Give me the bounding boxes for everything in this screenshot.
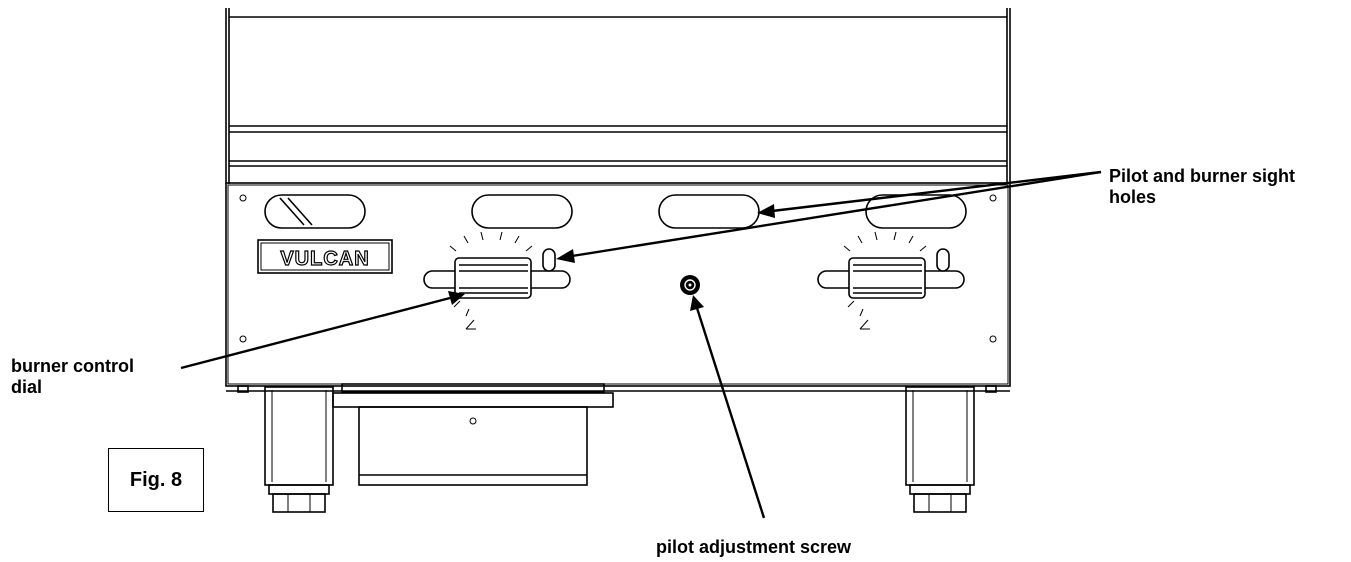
sight-hole-1	[264, 194, 366, 229]
sight-holes	[264, 194, 967, 229]
callout-sight-holes-line1: Pilot and burner sight	[1109, 166, 1296, 186]
burner-control-dial-left	[423, 231, 571, 330]
figure-label-box: Fig. 8	[108, 448, 204, 512]
svg-text:VULCAN: VULCAN	[280, 248, 369, 270]
pilot-adjustment-screw	[680, 275, 700, 295]
leg-left	[264, 386, 334, 513]
leader-lines	[180, 170, 1102, 519]
back-splash	[225, 8, 1011, 184]
burner-control-dial-right	[817, 231, 965, 330]
sight-hole-3	[658, 194, 760, 229]
figure-label: Fig. 8	[129, 468, 183, 491]
brand-logo: VULCAN	[257, 239, 393, 274]
callout-control-dial: burner control dial	[11, 356, 134, 398]
sight-hole-4	[865, 194, 967, 229]
leg-right	[905, 386, 975, 513]
arrowhead-sight-hole-1	[757, 204, 775, 218]
leader-sight-hole-1	[771, 170, 1102, 213]
arrowhead-control-dial	[448, 291, 465, 305]
callout-sight-holes: Pilot and burner sight holes	[1109, 166, 1295, 208]
callout-control-dial-line2: dial	[11, 377, 43, 397]
callout-control-dial-line1: burner control	[11, 356, 135, 376]
leader-sight-hole-2	[571, 170, 1102, 258]
arrowhead-adjustment-screw	[690, 295, 704, 311]
callout-sight-holes-line2: holes	[1109, 187, 1157, 207]
leader-control-dial	[180, 296, 451, 370]
callout-adjustment-screw: pilot adjustment screw	[656, 537, 852, 557]
leader-adjustment-screw	[695, 307, 766, 519]
bottom-rail	[226, 385, 1010, 393]
sight-hole-2	[471, 194, 573, 229]
grease-drawer	[332, 383, 614, 486]
arrowhead-sight-hole-2	[556, 249, 575, 263]
front-panel	[225, 182, 1011, 387]
